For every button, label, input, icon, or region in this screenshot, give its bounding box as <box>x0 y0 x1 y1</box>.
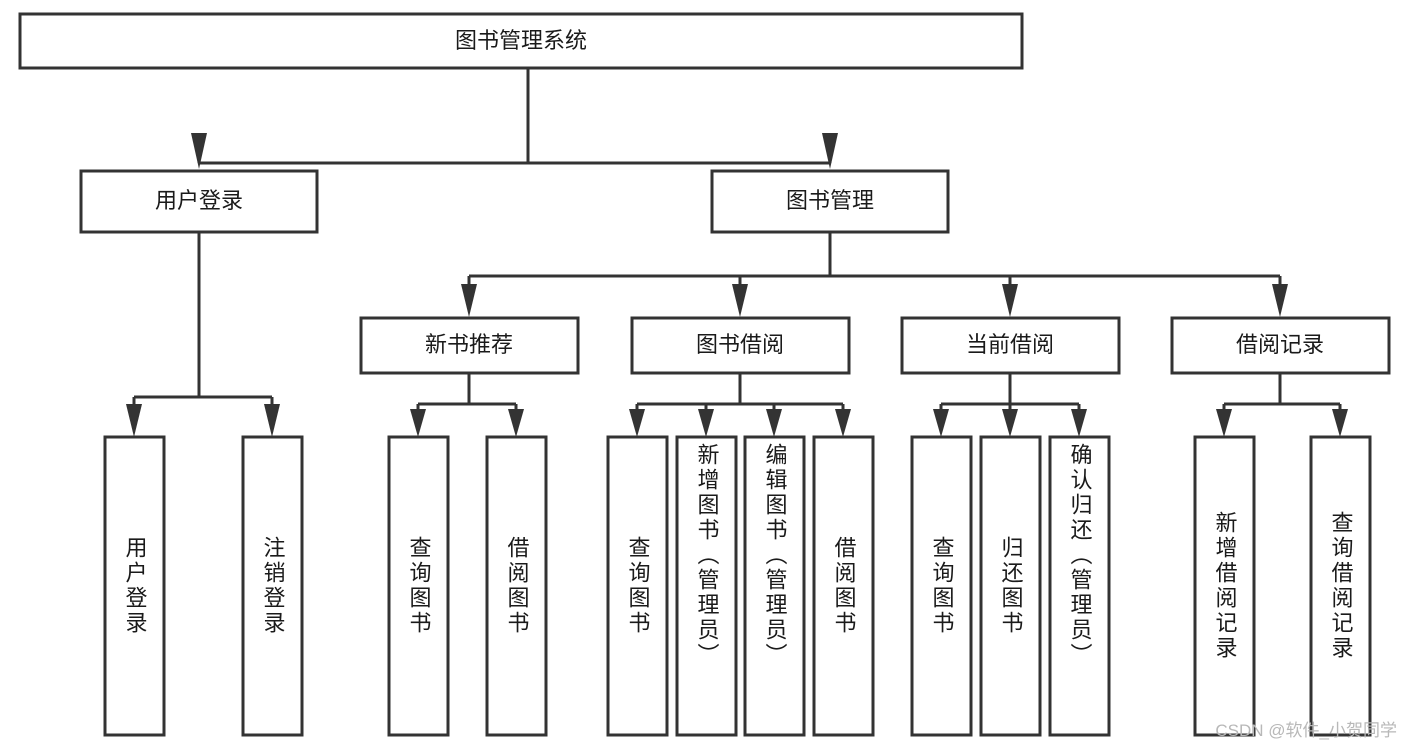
node-book-borrow[interactable]: 图书借阅 <box>630 316 851 375</box>
leaf-boxes <box>103 435 1372 737</box>
leaf-node-user-logout[interactable]: 注销登录 <box>243 437 302 735</box>
connector-group-book-borrow-leaves <box>629 373 851 437</box>
arrow-head-leaf-borrow-book-1 <box>508 409 524 437</box>
node-new-book-recommend-rect <box>359 316 580 375</box>
leaf-node-return-book[interactable]: 归还图书 <box>981 437 1040 735</box>
node-new-book-recommend-label: 新书推荐 <box>425 332 513 357</box>
arrow-head-leaf-query-record <box>1332 409 1348 437</box>
node-book-borrow-label: 图书借阅 <box>696 332 784 357</box>
leaf-label-query-book-2: 查询图书 <box>625 536 651 636</box>
leaf-label-user-logout: 注销登录 <box>260 536 286 636</box>
connector-group-root <box>191 68 838 169</box>
arrow-head-book-manage <box>822 133 838 169</box>
leaf-label-query-record: 查询借阅记录 <box>1328 511 1354 661</box>
leaf-label-query-book-1: 查询图书 <box>406 536 432 636</box>
leaf-label-return-book: 归还图书 <box>998 536 1024 636</box>
arrow-head-leaf-query-book-1 <box>410 409 426 437</box>
leaf-label-add-record: 新增借阅记录 <box>1212 511 1238 661</box>
arrow-head-new-book-recommend <box>461 284 477 317</box>
leaf-node-borrow-book-1[interactable]: 借阅图书 <box>487 437 546 735</box>
leaf-node-query-record[interactable]: 查询借阅记录 <box>1311 437 1370 735</box>
leaf-label-borrow-book-1: 借阅图书 <box>504 536 530 636</box>
arrow-head-leaf-add-book <box>698 409 714 437</box>
node-new-book-recommend[interactable]: 新书推荐 <box>359 316 580 375</box>
arrow-head-leaf-borrow-book-2 <box>835 409 851 437</box>
arrow-head-leaf-confirm-return <box>1071 409 1087 437</box>
leaf-node-query-book-2[interactable]: 查询图书 <box>608 437 667 735</box>
leaf-rect-borrow-book-1[interactable] <box>485 435 548 737</box>
node-borrow-record[interactable]: 借阅记录 <box>1170 316 1391 375</box>
leaf-rect-user-login[interactable] <box>103 435 166 737</box>
leaf-label-borrow-book-2: 借阅图书 <box>831 536 857 636</box>
arrow-head-leaf-user-login <box>126 404 142 437</box>
leaf-rect-return-book[interactable] <box>979 435 1042 737</box>
leaf-label-add-book: 新增图书（管理员） <box>694 443 720 668</box>
node-user-login[interactable]: 用户登录 <box>79 169 319 234</box>
leaf-rect-add-book[interactable] <box>675 435 738 737</box>
leaf-rect-query-record[interactable] <box>1309 435 1372 737</box>
leaf-rect-confirm-return[interactable] <box>1048 435 1111 737</box>
connector-group-user-login-leaves <box>126 232 280 437</box>
arrow-head-book-borrow <box>732 284 748 317</box>
leaf-label-edit-book: 编辑图书（管理员） <box>762 443 788 668</box>
arrow-head-current-borrow <box>1002 284 1018 317</box>
leaf-rect-query-book-2[interactable] <box>606 435 669 737</box>
leaf-rect-query-book-3[interactable] <box>910 435 973 737</box>
arrow-head-borrow-record <box>1272 284 1288 317</box>
connector-group-new-book-recommend-leaves <box>410 373 524 437</box>
node-current-borrow-label: 当前借阅 <box>966 332 1054 357</box>
connector-group-book-manage <box>461 232 1288 317</box>
arrow-head-leaf-add-record <box>1216 409 1232 437</box>
leaf-rect-borrow-book-2[interactable] <box>812 435 875 737</box>
node-root-label: 图书管理系统 <box>455 28 587 53</box>
leaf-node-edit-book[interactable]: 编辑图书（管理员） <box>745 437 804 735</box>
leaf-node-add-book[interactable]: 新增图书（管理员） <box>677 437 736 735</box>
connector-group-current-borrow-leaves <box>933 373 1087 437</box>
arrow-head-leaf-query-book-3 <box>933 409 949 437</box>
leaf-node-borrow-book-2[interactable]: 借阅图书 <box>814 437 873 735</box>
watermark-text: CSDN @软件_小贺同学 <box>1215 721 1397 740</box>
node-book-manage[interactable]: 图书管理 <box>710 169 950 234</box>
leaf-label-query-book-3: 查询图书 <box>929 536 955 636</box>
leaf-rect-edit-book[interactable] <box>743 435 806 737</box>
arrow-head-leaf-user-logout <box>264 404 280 437</box>
node-borrow-record-label: 借阅记录 <box>1236 332 1324 357</box>
connector-group-borrow-record-leaves <box>1216 373 1348 437</box>
node-user-login-label: 用户登录 <box>155 188 243 213</box>
node-current-borrow-rect <box>900 316 1121 375</box>
arrow-head-leaf-query-book-2 <box>629 409 645 437</box>
node-root-rect <box>18 12 1024 70</box>
arrow-head-leaf-edit-book <box>766 409 782 437</box>
leaf-label-confirm-return: 确认归还（管理员） <box>1067 443 1093 668</box>
leaf-node-user-login[interactable]: 用户登录 <box>105 437 164 735</box>
leaf-rect-query-book-1[interactable] <box>387 435 450 737</box>
node-current-borrow[interactable]: 当前借阅 <box>900 316 1121 375</box>
node-book-manage-label: 图书管理 <box>786 188 874 213</box>
leaf-node-query-book-3[interactable]: 查询图书 <box>912 437 971 735</box>
leaf-rect-user-logout[interactable] <box>241 435 304 737</box>
leaf-node-query-book-1[interactable]: 查询图书 <box>389 437 448 735</box>
leaf-node-add-record[interactable]: 新增借阅记录 <box>1195 437 1254 735</box>
arrow-head-leaf-return-book <box>1002 409 1018 437</box>
leaf-rect-add-record[interactable] <box>1193 435 1256 737</box>
node-root[interactable]: 图书管理系统 <box>18 12 1024 70</box>
leaf-label-user-login: 用户登录 <box>122 536 148 636</box>
arrow-head-user-login <box>191 133 207 169</box>
leaf-node-confirm-return[interactable]: 确认归还（管理员） <box>1050 437 1109 735</box>
